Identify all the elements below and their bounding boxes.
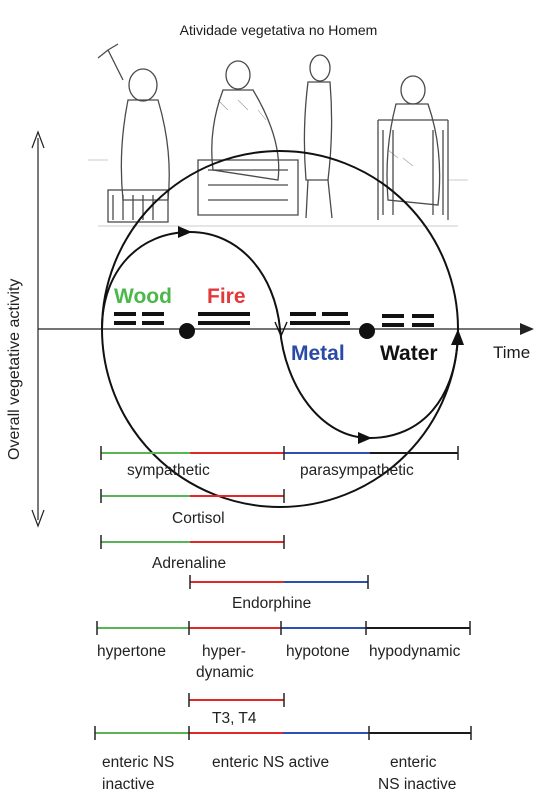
right-curve-arrow bbox=[451, 329, 464, 345]
label-hypodynamic: hypodynamic bbox=[369, 643, 461, 660]
lower-curve-arrow bbox=[358, 432, 372, 444]
fire-dashes bbox=[198, 312, 250, 325]
metal-dashes bbox=[290, 312, 350, 325]
bar-t3-t4 bbox=[188, 693, 285, 707]
label-adrenaline: Adrenaline bbox=[152, 555, 227, 572]
y-axis-down-arrow bbox=[31, 509, 45, 528]
yin-dot bbox=[179, 323, 195, 339]
label-cortisol: Cortisol bbox=[172, 510, 225, 527]
label-hypertone: hypertone bbox=[97, 643, 166, 660]
label-dynamic: dynamic bbox=[196, 664, 254, 681]
label-enteric-inactive-4: NS inactive bbox=[378, 776, 457, 793]
upper-curve-arrow bbox=[178, 226, 192, 238]
bar-sympathetic bbox=[100, 446, 459, 460]
water-dashes bbox=[382, 314, 434, 327]
label-hyper: hyper- bbox=[202, 643, 246, 660]
element-label-wood: Wood bbox=[114, 285, 172, 308]
engraving-figures-icon bbox=[88, 43, 468, 227]
y-axis-up-arrow bbox=[31, 130, 45, 149]
bar-enteric bbox=[94, 726, 472, 740]
element-label-fire: Fire bbox=[207, 285, 246, 308]
bar-tone bbox=[96, 621, 471, 635]
bar-endorphine bbox=[189, 575, 369, 589]
label-parasympathetic: parasympathetic bbox=[300, 462, 414, 479]
engraving-illustration bbox=[88, 40, 468, 230]
bar-cortisol bbox=[100, 489, 285, 503]
page-title: Atividade vegetativa no Homem bbox=[179, 22, 378, 38]
wood-dashes bbox=[114, 312, 164, 325]
element-label-water: Water bbox=[380, 342, 438, 365]
label-t3-t4: T3, T4 bbox=[212, 710, 257, 727]
time-axis-arrow bbox=[520, 323, 534, 335]
label-enteric-inactive-1: enteric NS bbox=[102, 754, 175, 771]
label-hypotone: hypotone bbox=[286, 643, 350, 660]
x-axis-label: Time bbox=[493, 343, 531, 362]
yang-dot bbox=[359, 323, 375, 339]
label-sympathetic: sympathetic bbox=[127, 462, 210, 479]
element-label-metal: Metal bbox=[291, 342, 345, 365]
label-enteric-active: enteric NS active bbox=[212, 754, 330, 771]
label-endorphine: Endorphine bbox=[232, 595, 312, 612]
label-enteric-inactive-2: inactive bbox=[102, 776, 155, 793]
inner-s-curve bbox=[101, 230, 459, 440]
center-tick-arrow bbox=[274, 321, 288, 338]
label-enteric-inactive-3: enteric bbox=[390, 754, 437, 771]
y-axis-label: Overall vegetative activity bbox=[6, 278, 23, 460]
bar-adrenaline bbox=[100, 535, 285, 549]
